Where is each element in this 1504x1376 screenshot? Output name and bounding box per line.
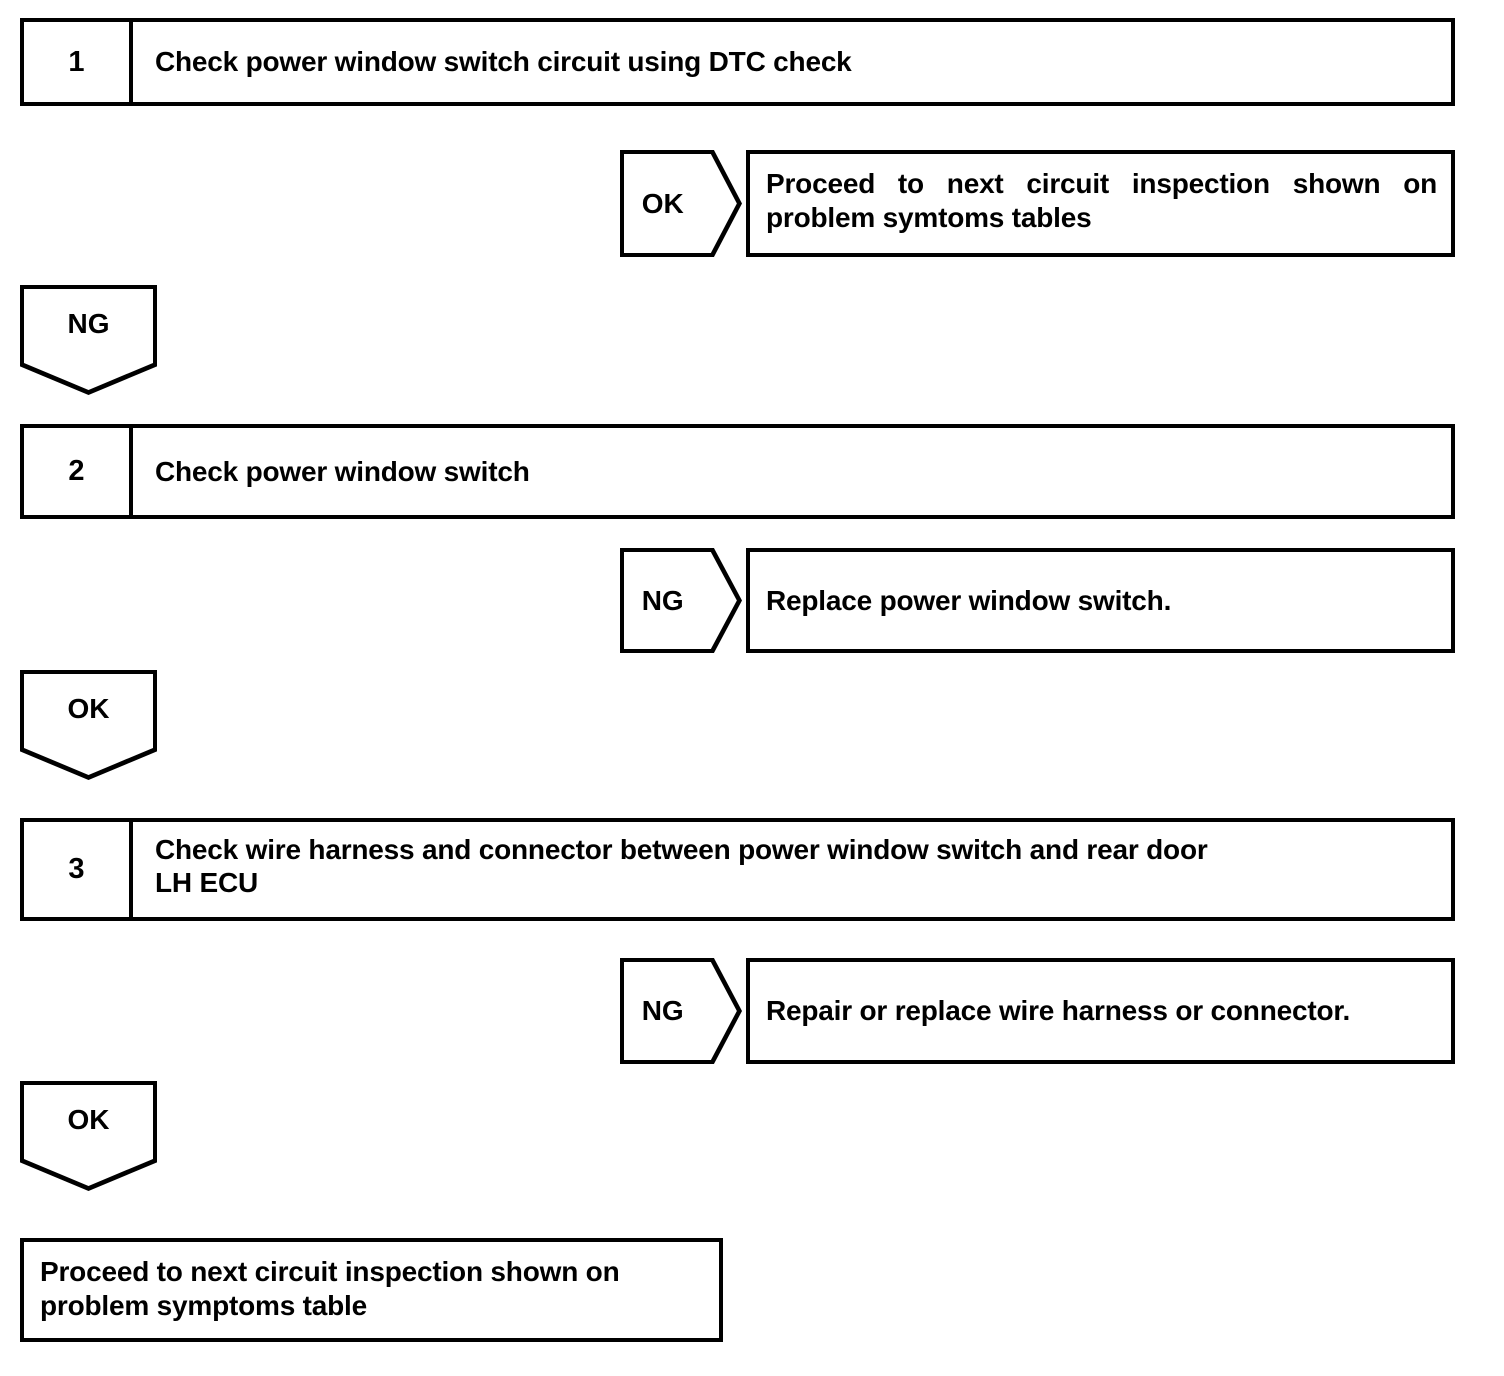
result-line-1: Proceed to next circuit inspection shown… — [766, 168, 1437, 199]
step-box-3: 3 Check wire harness and connector betwe… — [20, 818, 1455, 921]
step-2-text: Check power window switch — [155, 455, 530, 487]
branch-label-ok-2: OK — [67, 692, 110, 724]
final-result-box: Proceed to next circuit inspection shown… — [20, 1238, 723, 1342]
branch-arrow-ng-2: NG — [620, 548, 742, 653]
step-3-text-line-1: Check wire harness and connector between… — [155, 834, 1208, 865]
result-box-ng-3: Repair or replace wire harness or connec… — [746, 958, 1455, 1064]
step-3-text: Check wire harness and connector between… — [137, 822, 1451, 917]
branch-arrow-ok-3: OK — [20, 1081, 157, 1191]
result-box-ng-2: Replace power window switch. — [746, 548, 1455, 653]
branch-label-ok-1: OK — [641, 187, 684, 219]
arrow-fill — [624, 962, 737, 1060]
step-box-1: 1 Check power window switch circuit usin… — [20, 18, 1455, 106]
arrow-fill — [624, 154, 737, 253]
step-3-text-line-2: LH ECU — [155, 867, 259, 899]
step-1-text: Check power window switch circuit using … — [155, 46, 852, 78]
result-line-1: Repair or replace wire harness or connec… — [766, 995, 1351, 1027]
branch-arrow-ng-1: NG — [20, 285, 157, 395]
final-result-line-1: Proceed to next circuit inspection shown… — [40, 1256, 620, 1287]
result-line-2: problem symtoms tables — [766, 201, 1092, 233]
branch-arrow-ok-2: OK — [20, 670, 157, 780]
branch-arrow-ok-1: OK — [620, 150, 742, 257]
step-box-2: 2 Check power window switch — [20, 424, 1455, 519]
step-3-number: 3 — [24, 822, 133, 917]
branch-label-ng-3: NG — [641, 995, 684, 1026]
final-result-line-2: problem symptoms table — [40, 1289, 368, 1321]
arrow-fill — [624, 552, 737, 649]
result-line-1: Replace power window switch. — [766, 584, 1172, 616]
branch-arrow-ng-3: NG — [620, 958, 742, 1064]
branch-label-ng-1: NG — [67, 307, 110, 339]
step-2-number: 2 — [24, 428, 133, 515]
result-box-ok-1: Proceed to next circuit inspection shown… — [746, 150, 1455, 257]
branch-label-ng-2: NG — [641, 584, 684, 616]
step-1-number: 1 — [24, 22, 133, 102]
branch-label-ok-3: OK — [67, 1103, 110, 1135]
